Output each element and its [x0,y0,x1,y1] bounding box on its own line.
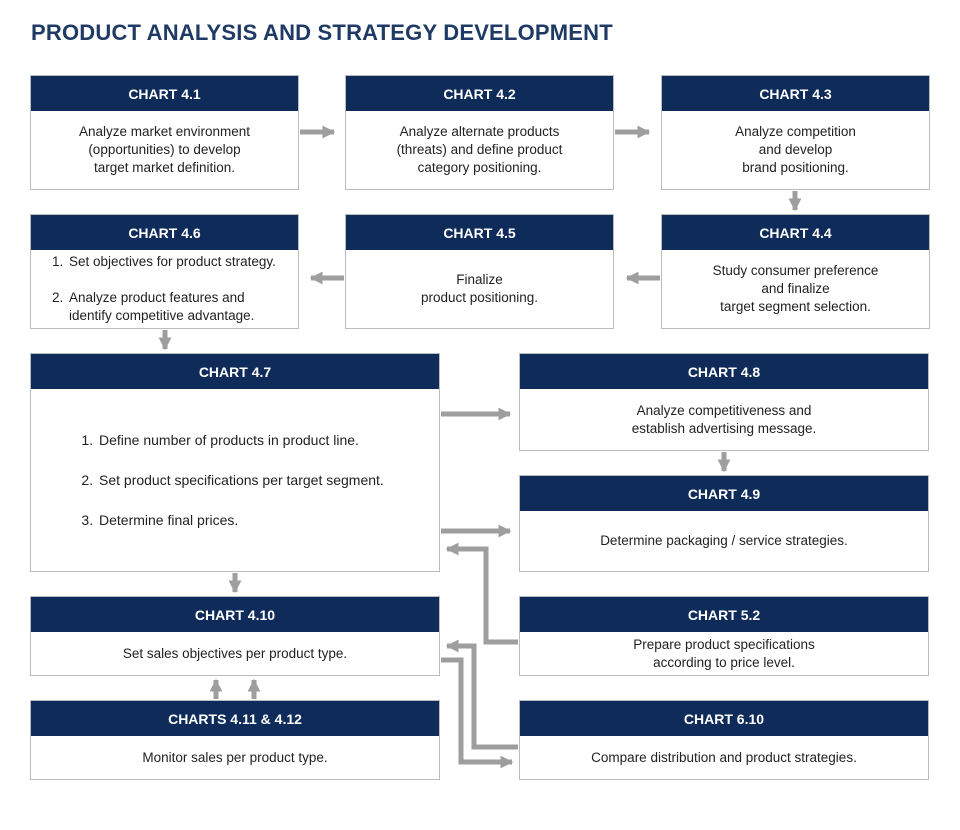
chart-4-1-box: CHART 4.1 Analyze market environment (op… [30,75,299,190]
arrow-5-2-to-4-7 [445,542,518,645]
chart-4-4-box: CHART 4.4 Study consumer preference and … [661,214,930,329]
chart-4-4-header: CHART 4.4 [662,215,929,250]
chart-4-3-box: CHART 4.3 Analyze competition and develo… [661,75,930,190]
chart-4-10-box: CHART 4.10 Set sales objectives per prod… [30,596,440,676]
page-title: PRODUCT ANALYSIS AND STRATEGY DEVELOPMEN… [31,20,613,45]
chart-4-6-item: Set objectives for product strategy. [67,253,290,271]
chart-6-10-header: CHART 6.10 [520,701,928,736]
chart-4-6-box: CHART 4.6 Set objectives for product str… [30,214,299,329]
chart-4-5-text: Finalize product positioning. [420,272,539,305]
chart-4-7-box: CHART 4.7 Define number of products in p… [30,353,440,572]
chart-4-6-body: Set objectives for product strategy. Ana… [31,250,298,328]
charts-4-11-4-12-header: CHARTS 4.11 & 4.12 [31,701,439,736]
chart-4-8-text: Analyze competitiveness and establish ad… [631,402,817,436]
chart-4-5-box: CHART 4.5 Finalize product positioning. [345,214,614,329]
chart-4-7-body: Define number of products in product lin… [31,389,439,571]
chart-4-10-text: Set sales objectives per product type. [122,645,348,661]
chart-4-7-item: Define number of products in product lin… [97,430,384,450]
chart-4-9-header: CHART 4.9 [520,476,928,511]
chart-4-9-box: CHART 4.9 Determine packaging / service … [519,475,929,572]
chart-4-5-header: CHART 4.5 [346,215,613,250]
chart-5-2-text: Prepare product specifications according… [633,636,815,670]
chart-4-6-item: Analyze product features and identify co… [67,289,290,325]
chart-4-7-item: Determine final prices. [97,510,384,530]
chart-4-2-box: CHART 4.2 Analyze alternate products (th… [345,75,614,190]
chart-4-3-text: Analyze competition and develop brand po… [735,124,856,175]
chart-6-10-text: Compare distribution and product strateg… [591,749,857,765]
charts-4-11-4-12-text: Monitor sales per product type. [142,749,328,765]
chart-4-1-text: Analyze market environment (opportunitie… [78,124,251,175]
chart-5-2-box: CHART 5.2 Prepare product specifications… [519,596,929,676]
chart-4-10-header: CHART 4.10 [31,597,439,632]
chart-4-7-item: Set product specifications per target se… [97,470,384,490]
chart-4-2-text: Analyze alternate products (threats) and… [396,124,563,175]
arrow-4-10-to-6-10 [441,657,514,769]
chart-4-3-header: CHART 4.3 [662,76,929,111]
chart-4-7-header: CHART 4.7 [31,354,439,389]
chart-4-1-header: CHART 4.1 [31,76,298,111]
chart-4-8-header: CHART 4.8 [520,354,928,389]
chart-4-8-box: CHART 4.8 Analyze competitiveness and es… [519,353,929,451]
chart-6-10-box: CHART 6.10 Compare distribution and prod… [519,700,929,780]
chart-5-2-header: CHART 5.2 [520,597,928,632]
chart-4-9-text: Determine packaging / service strategies… [600,533,848,548]
chart-4-6-header: CHART 4.6 [31,215,298,250]
arrow-6-10-to-4-10 [445,639,518,750]
charts-4-11-4-12-box: CHARTS 4.11 & 4.12 Monitor sales per pro… [30,700,440,780]
chart-4-2-header: CHART 4.2 [346,76,613,111]
chart-4-4-text: Study consumer preference and finalize t… [712,263,879,314]
